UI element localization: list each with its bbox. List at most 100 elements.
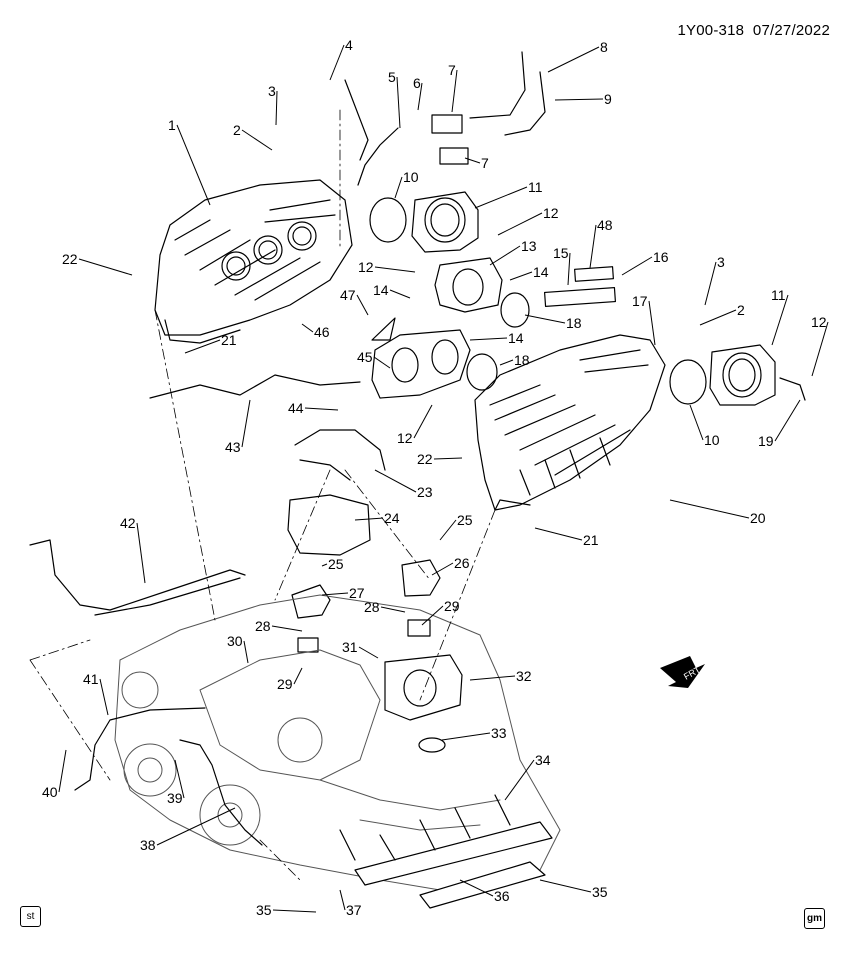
callout-leader-28 <box>380 606 406 613</box>
callout-leader-35 <box>272 909 317 913</box>
callout-leader-14 <box>469 337 508 341</box>
callout-label-27: 27 <box>349 585 365 601</box>
callout-leader-11 <box>771 294 789 346</box>
callout-label-16: 16 <box>653 249 669 265</box>
callout-leader-32 <box>469 675 516 681</box>
callout-label-5: 5 <box>388 69 396 85</box>
callout-label-44: 44 <box>288 400 304 416</box>
callout-leader-15 <box>567 252 571 286</box>
callout-label-14: 14 <box>373 282 389 298</box>
callout-label-37: 37 <box>346 902 362 918</box>
callout-leader-3 <box>275 90 278 126</box>
callout-label-48: 48 <box>597 217 613 233</box>
callout-label-26: 26 <box>454 555 470 571</box>
callout-leader-16 <box>621 256 653 276</box>
callout-leader-29 <box>421 605 444 626</box>
callout-label-18: 18 <box>514 352 530 368</box>
callout-leader-33 <box>441 732 491 741</box>
callout-label-34: 34 <box>535 752 551 768</box>
callout-label-11: 11 <box>528 179 543 195</box>
callout-leader-9 <box>554 98 604 101</box>
callout-leader-7 <box>451 69 458 113</box>
callout-label-4: 4 <box>345 37 353 53</box>
callout-leader-41 <box>99 678 109 716</box>
callout-leader-23 <box>374 469 417 493</box>
throttle-body-11-upper <box>369 191 479 253</box>
throttle-adapter-45 <box>371 317 498 399</box>
callout-leader-10 <box>689 404 704 441</box>
callout-label-30: 30 <box>227 633 243 649</box>
callout-label-22: 22 <box>417 451 433 467</box>
callout-leader-35 <box>539 879 592 893</box>
callout-leader-25 <box>439 519 457 541</box>
callout-label-22: 22 <box>62 251 78 267</box>
callout-label-21: 21 <box>221 332 237 348</box>
callout-leader-22 <box>433 457 463 460</box>
callout-leader-20 <box>669 499 750 519</box>
engine-block <box>114 594 561 891</box>
callout-label-10: 10 <box>704 432 720 448</box>
callout-leader-6 <box>417 82 423 111</box>
diagram-date: 07/27/2022 <box>752 22 830 39</box>
callout-leader-8 <box>547 46 600 73</box>
callout-label-18: 18 <box>566 315 582 331</box>
callout-label-19: 19 <box>758 433 774 449</box>
callout-label-23: 23 <box>417 484 433 500</box>
callout-label-29: 29 <box>277 676 293 692</box>
callout-label-6: 6 <box>413 75 421 91</box>
callout-leader-11 <box>474 186 528 209</box>
callout-label-7: 7 <box>448 62 456 78</box>
callout-label-15: 15 <box>553 245 569 261</box>
callout-label-12: 12 <box>358 259 374 275</box>
callout-leader-40 <box>58 749 67 793</box>
wiring-harness-43 <box>149 374 361 399</box>
callout-leader-34 <box>504 759 535 801</box>
callout-label-12: 12 <box>397 430 413 446</box>
callout-leader-24 <box>354 517 384 521</box>
callout-leader-18 <box>499 359 514 366</box>
callout-leader-31 <box>358 646 379 659</box>
fuel-rail-36 <box>354 821 553 909</box>
intake-manifold-17 <box>474 334 666 511</box>
fuel-pipe-41 <box>74 707 206 791</box>
callout-leader-10 <box>394 176 403 199</box>
callout-leader-27 <box>321 592 349 596</box>
callout-label-3: 3 <box>268 83 276 99</box>
callout-label-2: 2 <box>233 122 241 138</box>
throttle-body-32 <box>384 654 463 753</box>
callout-label-46: 46 <box>314 324 330 340</box>
callout-label-9: 9 <box>604 91 612 107</box>
callout-leader-3 <box>704 261 717 306</box>
callout-label-25: 25 <box>457 512 473 528</box>
callout-label-3: 3 <box>717 254 725 270</box>
callout-label-35: 35 <box>256 902 272 918</box>
callout-label-31: 31 <box>342 639 358 655</box>
callout-leader-39 <box>174 759 185 799</box>
callout-leader-2 <box>699 309 737 326</box>
diagram-header: 1Y00-318 07/27/2022 <box>678 22 830 39</box>
gm-logo-icon: gm <box>804 908 825 929</box>
callout-leader-19 <box>774 399 801 442</box>
gasket-48 <box>574 266 614 282</box>
callout-label-40: 40 <box>42 784 58 800</box>
front-direction-arrow <box>660 656 705 688</box>
callout-label-45: 45 <box>357 349 373 365</box>
callout-label-33: 33 <box>491 725 507 741</box>
callout-label-7: 7 <box>481 155 489 171</box>
callout-label-39: 39 <box>167 790 183 806</box>
callout-leader-21 <box>534 527 583 541</box>
callout-label-43: 43 <box>225 439 241 455</box>
callout-leader-4 <box>329 44 345 81</box>
throttle-body-11-right <box>669 344 806 406</box>
callout-label-47: 47 <box>340 287 356 303</box>
callout-label-10: 10 <box>403 169 419 185</box>
callout-leader-47 <box>356 294 369 316</box>
callout-label-38: 38 <box>140 837 156 853</box>
callout-leader-12 <box>497 212 543 236</box>
callout-leader-1 <box>176 124 211 206</box>
callout-label-29: 29 <box>444 598 460 614</box>
callout-leader-14 <box>389 289 411 299</box>
fuel-pump-26 <box>401 559 441 637</box>
callout-leader-14 <box>509 271 533 281</box>
